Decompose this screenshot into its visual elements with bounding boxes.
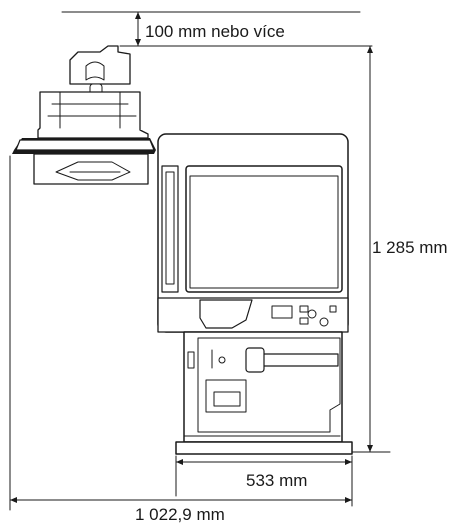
- height-dimension: 1 285 mm: [339, 45, 448, 453]
- width-total-label: 1 022,9 mm: [135, 505, 225, 524]
- width-unit-dimension: 533 mm: [175, 455, 353, 507]
- width-unit-label: 533 mm: [246, 471, 307, 490]
- width-total-dimension: 1 022,9 mm: [9, 497, 353, 524]
- clearance-label: 100 mm nebo více: [145, 22, 285, 41]
- feeder-tray: [12, 45, 156, 185]
- height-label: 1 285 mm: [372, 238, 448, 257]
- printer-body: [157, 133, 353, 455]
- clearance-dimension: 100 mm nebo více: [61, 11, 373, 47]
